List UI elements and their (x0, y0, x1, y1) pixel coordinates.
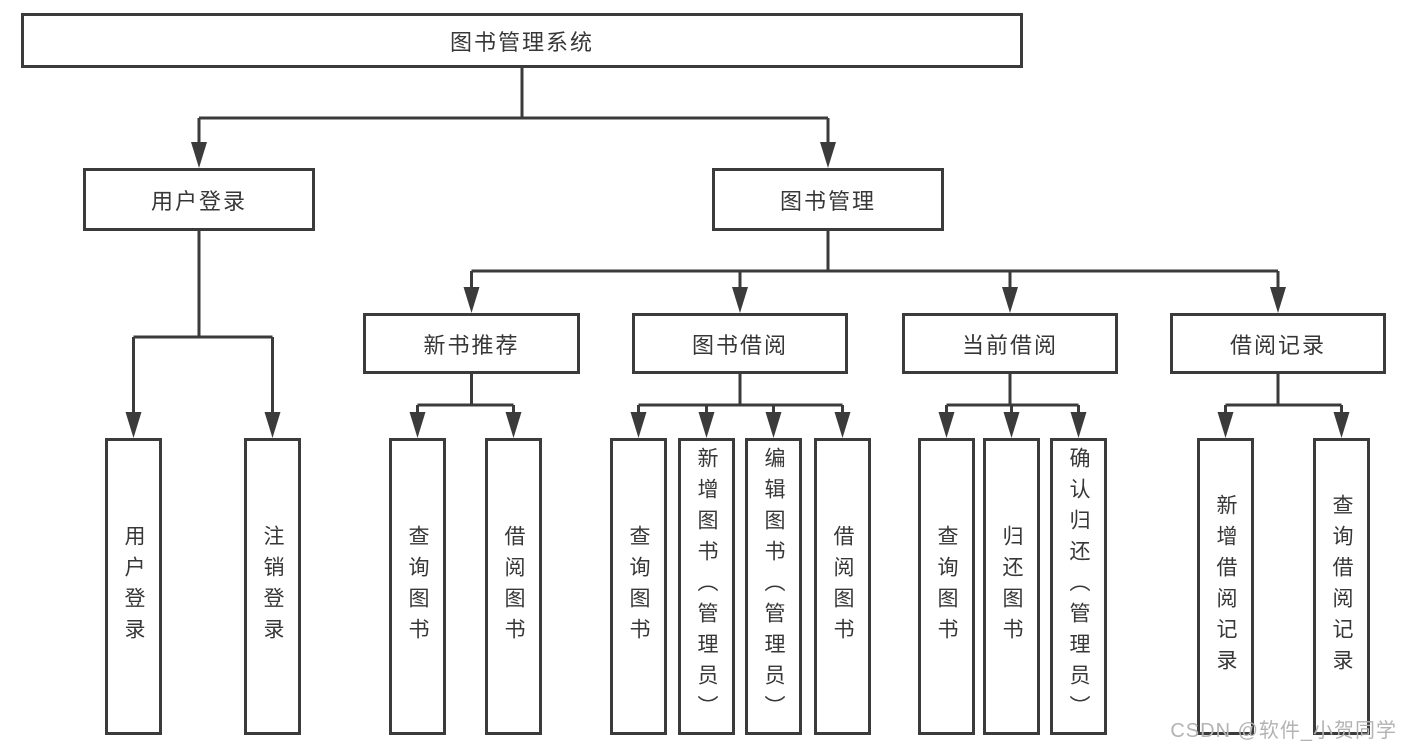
leaf-query-book-current: 查询图书 (918, 438, 975, 735)
leaf-query-book-borrow: 查询图书 (610, 438, 667, 735)
leaf-user-login: 用户登录 (105, 438, 162, 735)
node-book-management: 图书管理 (712, 168, 944, 231)
node-library-system: 图书管理系统 (21, 13, 1023, 68)
connector-current-borrow-to-leaves (938, 374, 1087, 438)
node-book-borrowing: 图书借阅 (632, 313, 848, 374)
leaf-confirm-return-admin: 确认归还（管理员） (1050, 438, 1107, 735)
node-current-borrowing: 当前借阅 (902, 313, 1118, 374)
connector-user-login-to-leaves (125, 231, 281, 438)
leaf-borrow-book: 借阅图书 (814, 438, 871, 735)
leaf-borrow-book-recommend: 借阅图书 (485, 438, 542, 735)
csdn-watermark: CSDN @软件_小贺同学 (1170, 720, 1397, 742)
leaf-query-book-recommend: 查询图书 (389, 438, 446, 735)
connector-new-book-to-leaves (409, 374, 522, 438)
leaf-return-book: 归还图书 (983, 438, 1040, 735)
connector-book-borrow-to-leaves (630, 374, 851, 438)
leaf-add-book-admin: 新增图书（管理员） (678, 438, 735, 735)
leaf-logout: 注销登录 (244, 438, 301, 735)
leaf-add-borrow-record: 新增借阅记录 (1197, 438, 1254, 735)
connector-book-mgmt-to-level3 (463, 231, 1286, 313)
node-new-book-recommend: 新书推荐 (363, 313, 580, 374)
node-borrowing-records: 借阅记录 (1170, 313, 1386, 374)
connector-root-to-level2 (191, 68, 836, 168)
connector-borrow-record-to-leaves (1217, 374, 1350, 438)
leaf-edit-book-admin: 编辑图书（管理员） (745, 438, 802, 735)
node-user-login-group: 用户登录 (83, 168, 315, 231)
leaf-query-borrow-record: 查询借阅记录 (1313, 438, 1370, 735)
